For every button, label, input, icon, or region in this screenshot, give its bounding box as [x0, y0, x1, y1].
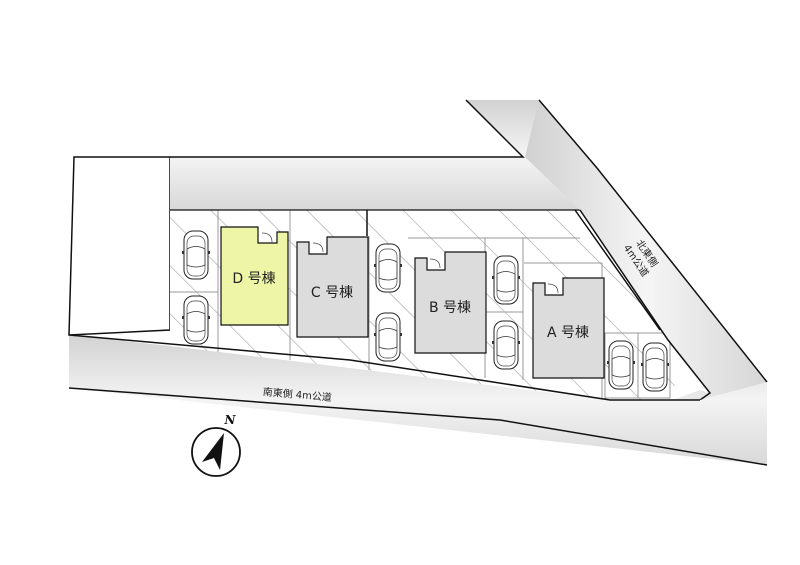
house-c[interactable]: C 号棟 [296, 236, 369, 338]
house-c-label: C 号棟 [311, 285, 353, 301]
southeast-road [69, 335, 767, 465]
north-arrow-icon [202, 433, 224, 470]
northeast-road [525, 100, 767, 465]
north-road [170, 100, 625, 210]
house-d-label: D 号棟 [232, 271, 275, 287]
neighbor-lot [68, 156, 171, 336]
house-d[interactable]: D 号棟 [220, 226, 289, 326]
north-arrow-compass: N [191, 413, 241, 477]
house-a-label: A 号棟 [547, 325, 589, 341]
house-b[interactable]: B 号棟 [414, 251, 487, 354]
compass-north-label: N [224, 413, 237, 427]
house-a[interactable]: A 号棟 [532, 277, 605, 379]
house-b-label: B 号棟 [429, 300, 471, 316]
